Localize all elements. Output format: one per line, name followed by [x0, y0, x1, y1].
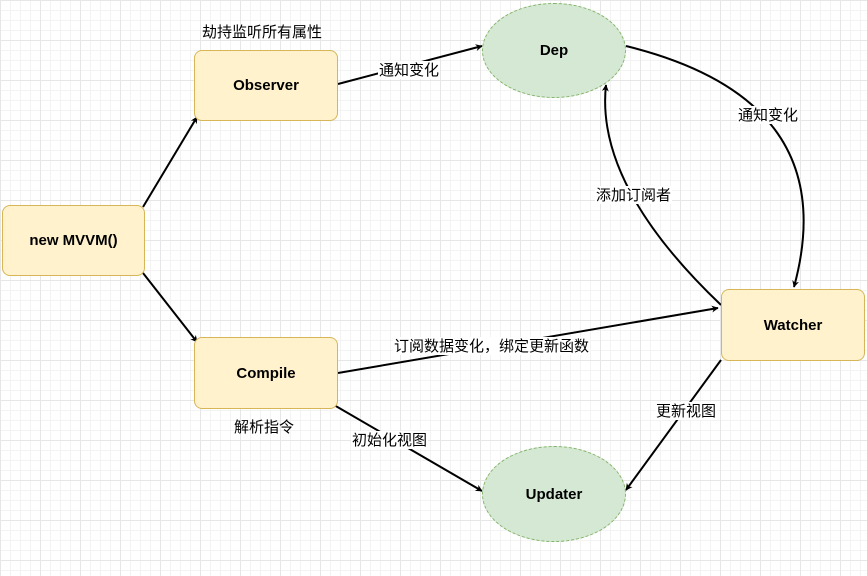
node-dep[interactable]: Dep: [482, 3, 626, 98]
edge-label-watcher-updater: 更新视图: [655, 402, 718, 420]
node-dep-label: Dep: [539, 42, 569, 59]
node-mvvm-label: new MVVM(): [29, 232, 118, 249]
node-observer[interactable]: Observer: [194, 50, 338, 121]
node-compile[interactable]: Compile: [194, 337, 338, 409]
node-mvvm[interactable]: new MVVM(): [2, 205, 145, 276]
node-watcher-label: Watcher: [763, 316, 823, 334]
node-updater[interactable]: Updater: [482, 446, 626, 542]
node-compile-label: Compile: [236, 364, 296, 382]
node-watcher[interactable]: Watcher: [721, 289, 865, 361]
edge-label-dep-watcher: 通知变化: [737, 106, 800, 124]
compile-caption: 解析指令: [234, 418, 295, 436]
edge-label-compile-watcher: 订阅数据变化，绑定更新函数: [393, 337, 591, 355]
observer-caption: 劫持监听所有属性: [202, 23, 323, 41]
node-observer-label: Observer: [233, 77, 299, 94]
edge-label-observer-dep: 通知变化: [378, 61, 441, 79]
edge-label-watcher-dep: 添加订阅者: [595, 186, 673, 204]
node-updater-label: Updater: [525, 485, 583, 503]
edge-watcher-updater: [625, 359, 722, 491]
edge-dep-watcher: [625, 45, 805, 288]
edge-label-compile-updater: 初始化视图: [351, 431, 429, 449]
edge-mvvm-compile: [142, 272, 198, 343]
edge-mvvm-observer: [142, 116, 198, 208]
